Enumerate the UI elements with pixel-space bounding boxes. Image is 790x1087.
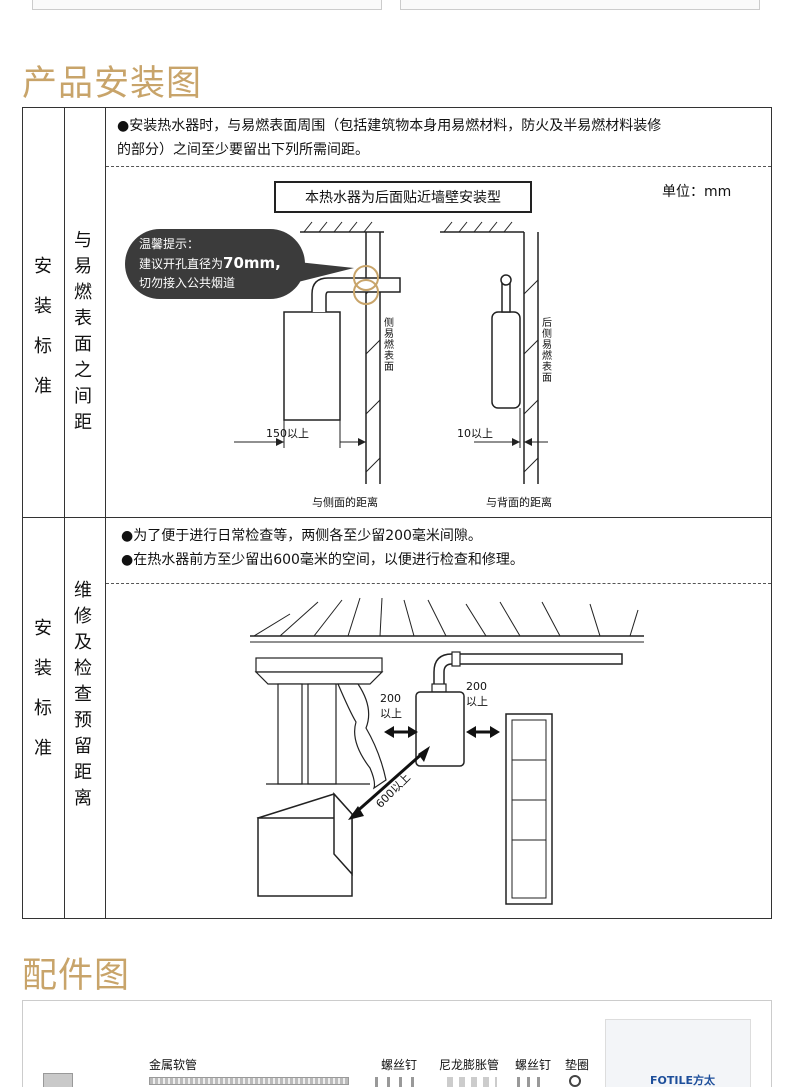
- row2-category-label: 安 装 标 准: [34, 620, 52, 758]
- row1-topic-char: 面: [74, 334, 92, 355]
- unit-label: 单位：mm: [662, 184, 732, 200]
- right-clearance-dim-bottom: 以上: [466, 695, 488, 708]
- manual-booklet-image: FOTILE方太: [605, 1019, 751, 1087]
- row1-note-line2: 的部分）之间至少要留出下列所需间距。: [117, 142, 369, 158]
- row2-note-line2: ●在热水器前方至少留出600毫米的空间，以便进行检查和修理。: [121, 552, 524, 568]
- tip-line1: 建议开孔直径为70mm,: [139, 254, 305, 274]
- row2-category-char: 装: [34, 658, 52, 679]
- row1-topic-char: 间: [74, 386, 92, 407]
- row2-category-char: 安: [34, 618, 52, 639]
- washer-image: [569, 1075, 581, 1087]
- row1-category-char: 标: [34, 336, 52, 357]
- row2-topic-char: 距: [74, 762, 92, 783]
- top-remnant: [20, 0, 772, 14]
- metal-hose-image: [149, 1077, 349, 1085]
- row2-topic-char: 查: [74, 684, 92, 705]
- anchors-image: [447, 1077, 497, 1087]
- side-flammable-char: 面: [384, 362, 394, 373]
- row1-category-char: 安: [34, 256, 52, 277]
- side-flammable-char: 侧: [384, 318, 394, 329]
- row1-topic-char: 易: [74, 256, 92, 277]
- row2-topic-char: 预: [74, 710, 92, 731]
- back-flammable-label: 后 侧 易 燃 表 面: [542, 319, 552, 384]
- back-distance-caption: 与背面的距离: [486, 496, 552, 509]
- note-divider-1: [106, 166, 771, 167]
- tip-line1-value: 70mm,: [223, 254, 281, 272]
- row2-topic-char: 检: [74, 658, 92, 679]
- side-back-clearance-diagram: [234, 221, 548, 484]
- installation-table: 安 装 标 准 与 易 燃 表 面 之 间 距 ●安装热水器时，与易燃表面周围（…: [22, 107, 772, 919]
- hose-fitting-image: [43, 1073, 73, 1087]
- row2-topic-char: 留: [74, 736, 92, 757]
- row1-note: ●安装热水器时，与易燃表面周围（包括建筑物本身用易燃材料，防火及半易燃材料装修 …: [117, 114, 767, 162]
- row1-topic-label: 与 易 燃 表 面 之 间 距: [74, 232, 92, 432]
- accessory-hose-label: 金属软管: [149, 1058, 198, 1072]
- tip-line1-prefix: 建议开孔直径为: [139, 257, 224, 271]
- side-distance-dim: 150以上: [266, 427, 309, 440]
- tip-line2: 切勿接入公共烟道: [139, 276, 236, 290]
- back-flammable-char: 易: [542, 340, 552, 351]
- screws2-image: [517, 1077, 547, 1087]
- back-flammable-char: 面: [542, 373, 552, 384]
- side-flammable-char: 易: [384, 329, 394, 340]
- back-flammable-char: 表: [542, 362, 552, 373]
- row1-topic-char: 距: [74, 412, 92, 433]
- side-flammable-char: 表: [384, 351, 394, 362]
- row-divider: [23, 517, 771, 518]
- accessory-anchor-label: 尼龙膨胀管: [439, 1058, 500, 1072]
- section-title-installation: 产品安装图: [22, 64, 203, 104]
- row2-category-char: 标: [34, 698, 52, 719]
- diagram-title: 本热水器为后面贴近墙壁安装型: [305, 190, 501, 206]
- accessory-screw2-label: 螺丝钉: [515, 1058, 552, 1072]
- row1-topic-char: 表: [74, 308, 92, 329]
- right-clearance-dim-top: 200: [466, 680, 487, 693]
- col-divider-1: [64, 108, 65, 918]
- section-title-accessories: 配件图: [22, 956, 131, 996]
- accessory-screw1-label: 螺丝钉: [381, 1058, 418, 1072]
- row1-topic-char: 与: [74, 230, 92, 251]
- row2-topic-label: 维 修 及 检 查 预 留 距 离: [74, 582, 92, 808]
- brand-logo: FOTILE方太: [650, 1074, 715, 1087]
- back-flammable-char: 后: [542, 318, 552, 329]
- tip-label: 温馨提示：: [139, 237, 200, 251]
- left-clearance-dim-top: 200: [380, 692, 401, 705]
- screws-image: [375, 1077, 419, 1087]
- row1-topic-char: 燃: [74, 282, 92, 303]
- row1-category-label: 安 装 标 准: [34, 258, 52, 396]
- row2-topic-char: 离: [74, 788, 92, 809]
- row1-note-line1: ●安装热水器时，与易燃表面周围（包括建筑物本身用易燃材料，防火及半易燃材料装修: [117, 118, 662, 134]
- diagram-title-box: 本热水器为后面贴近墙壁安装型: [274, 181, 532, 213]
- back-flammable-char: 侧: [542, 329, 552, 340]
- back-flammable-char: 燃: [542, 351, 552, 362]
- tip-bubble: 温馨提示： 建议开孔直径为70mm, 切勿接入公共烟道: [125, 229, 305, 299]
- row2-category-char: 准: [34, 738, 52, 759]
- top-panel-right: [400, 0, 760, 10]
- row2-topic-char: 维: [74, 580, 92, 601]
- row1-topic-char: 之: [74, 360, 92, 381]
- left-clearance-dim-bottom: 以上: [380, 707, 402, 720]
- side-distance-caption: 与侧面的距离: [312, 496, 378, 509]
- col-divider-2: [105, 108, 106, 918]
- row1-category-char: 准: [34, 376, 52, 397]
- row2-note: ●为了便于进行日常检查等，两侧各至少留200毫米间隙。 ●在热水器前方至少留出6…: [121, 524, 771, 572]
- side-flammable-char: 燃: [384, 340, 394, 351]
- back-distance-dim: 10以上: [457, 427, 493, 440]
- row2-topic-char: 及: [74, 632, 92, 653]
- tip-pointer: [298, 262, 354, 282]
- top-panel-left: [32, 0, 382, 10]
- note-divider-2: [106, 583, 771, 584]
- service-clearance-diagram: [250, 597, 644, 905]
- accessory-washer-label: 垫圈: [565, 1058, 590, 1072]
- side-flammable-label: 侧 易 燃 表 面: [384, 319, 394, 373]
- accessories-panel: 金属软管 螺丝钉 尼龙膨胀管 螺丝钉 垫圈 FOTILE方太: [22, 1000, 772, 1087]
- row2-topic-char: 修: [74, 606, 92, 627]
- row1-category-char: 装: [34, 296, 52, 317]
- row2-note-line1: ●为了便于进行日常检查等，两侧各至少留200毫米间隙。: [121, 528, 482, 544]
